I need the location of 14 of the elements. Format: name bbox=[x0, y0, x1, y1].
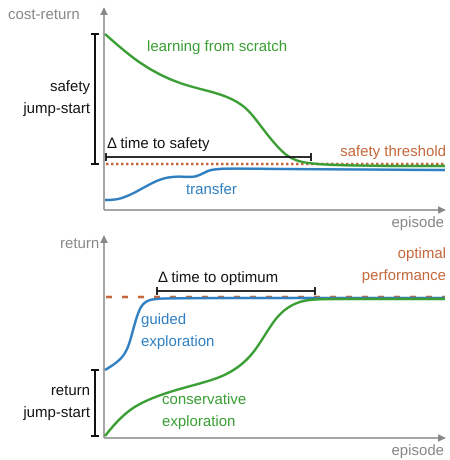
chart-label: safety jump-start bbox=[22, 77, 90, 119]
chart-label: optimal performance bbox=[360, 244, 446, 286]
chart-label: learning from scratch bbox=[147, 37, 288, 57]
chart-label: guided exploration bbox=[141, 310, 216, 352]
chart-label: Δ time to optimum bbox=[158, 268, 278, 288]
chart-label: cost-return bbox=[8, 5, 80, 25]
chart-label: transfer bbox=[186, 180, 237, 200]
chart-label: return jump-start bbox=[22, 381, 90, 423]
chart-label: safety threshold bbox=[340, 142, 446, 162]
chart-label: Δ time to safety bbox=[107, 134, 210, 154]
chart-label: episode bbox=[391, 441, 444, 460]
chart-label: episode bbox=[391, 213, 444, 233]
chart-label: conservative exploration bbox=[162, 390, 248, 432]
chart-label: return bbox=[60, 234, 100, 254]
